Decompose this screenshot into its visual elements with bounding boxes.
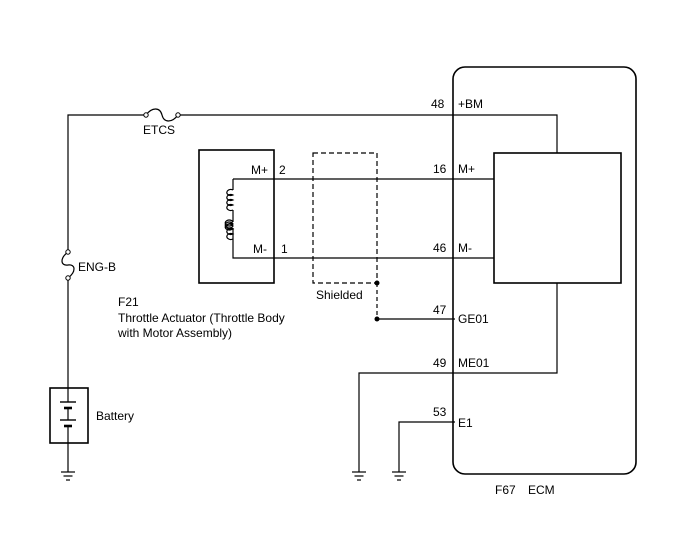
ecm-pin-number-e1: 53 [433, 405, 447, 419]
ecm-pin-label-mplus: M+ [458, 162, 475, 176]
eng-b-fuse-label: ENG-B [78, 260, 116, 274]
battery-ground-icon [61, 471, 75, 481]
eng-b-fuse-terminal-bottom [65, 275, 71, 281]
ecm-pin-label-me01: ME01 [458, 356, 490, 370]
eng-b-fuse-icon [61, 251, 75, 279]
ecm-inner-block [493, 152, 622, 284]
ecm-pin-label-bm: +BM [458, 97, 483, 111]
ecm-pin-number-mplus: 16 [433, 162, 447, 176]
battery-label: Battery [96, 409, 134, 423]
shield-junction-top [374, 280, 380, 286]
actuator-pin-mplus-number: 2 [279, 163, 286, 177]
etcs-fuse-label: ETCS [143, 123, 175, 137]
ecm-pin-number-me01: 49 [433, 356, 447, 370]
me01-ground-icon [352, 471, 366, 481]
battery-icon [60, 388, 76, 443]
etcs-fuse-terminal-left [143, 112, 149, 118]
motor-coil-icon [224, 188, 235, 241]
throttle-actuator-box [198, 149, 275, 284]
ecm-pin-label-mminus: M- [458, 241, 472, 255]
ecm-pin-number-mminus: 46 [433, 241, 447, 255]
ecm-pin-number-bm: 48 [431, 97, 445, 111]
ecm-connector-label: F67 [495, 483, 516, 497]
wire-me01 [358, 283, 558, 472]
ecm-box [452, 66, 637, 475]
actuator-pin-mminus-label: M- [253, 242, 267, 256]
shield-label: Shielded [316, 288, 363, 302]
actuator-pin-mplus-label: M+ [251, 163, 268, 177]
actuator-name-line1: Throttle Actuator (Throttle Body [118, 311, 285, 325]
etcs-fuse-terminal-right [175, 112, 181, 118]
battery-supply-wire [67, 114, 558, 388]
e1-ground-icon [392, 471, 406, 481]
ecm-name-label: ECM [528, 483, 555, 497]
wire-e1 [398, 421, 455, 472]
ecm-pin-label-ge01: GE01 [458, 312, 489, 326]
ecm-pin-number-ge01: 47 [433, 303, 447, 317]
etcs-fuse-icon [145, 108, 179, 122]
actuator-name-line2: with Motor Assembly) [117, 326, 232, 340]
actuator-pin-mminus-number: 1 [281, 242, 288, 256]
motor-coil-wire [232, 178, 274, 259]
battery-box [49, 387, 89, 444]
shield-outline [312, 152, 378, 284]
actuator-connector-label: F21 [118, 295, 139, 309]
ecm-pin-label-e1: E1 [458, 416, 473, 430]
eng-b-fuse-terminal-top [65, 249, 71, 255]
